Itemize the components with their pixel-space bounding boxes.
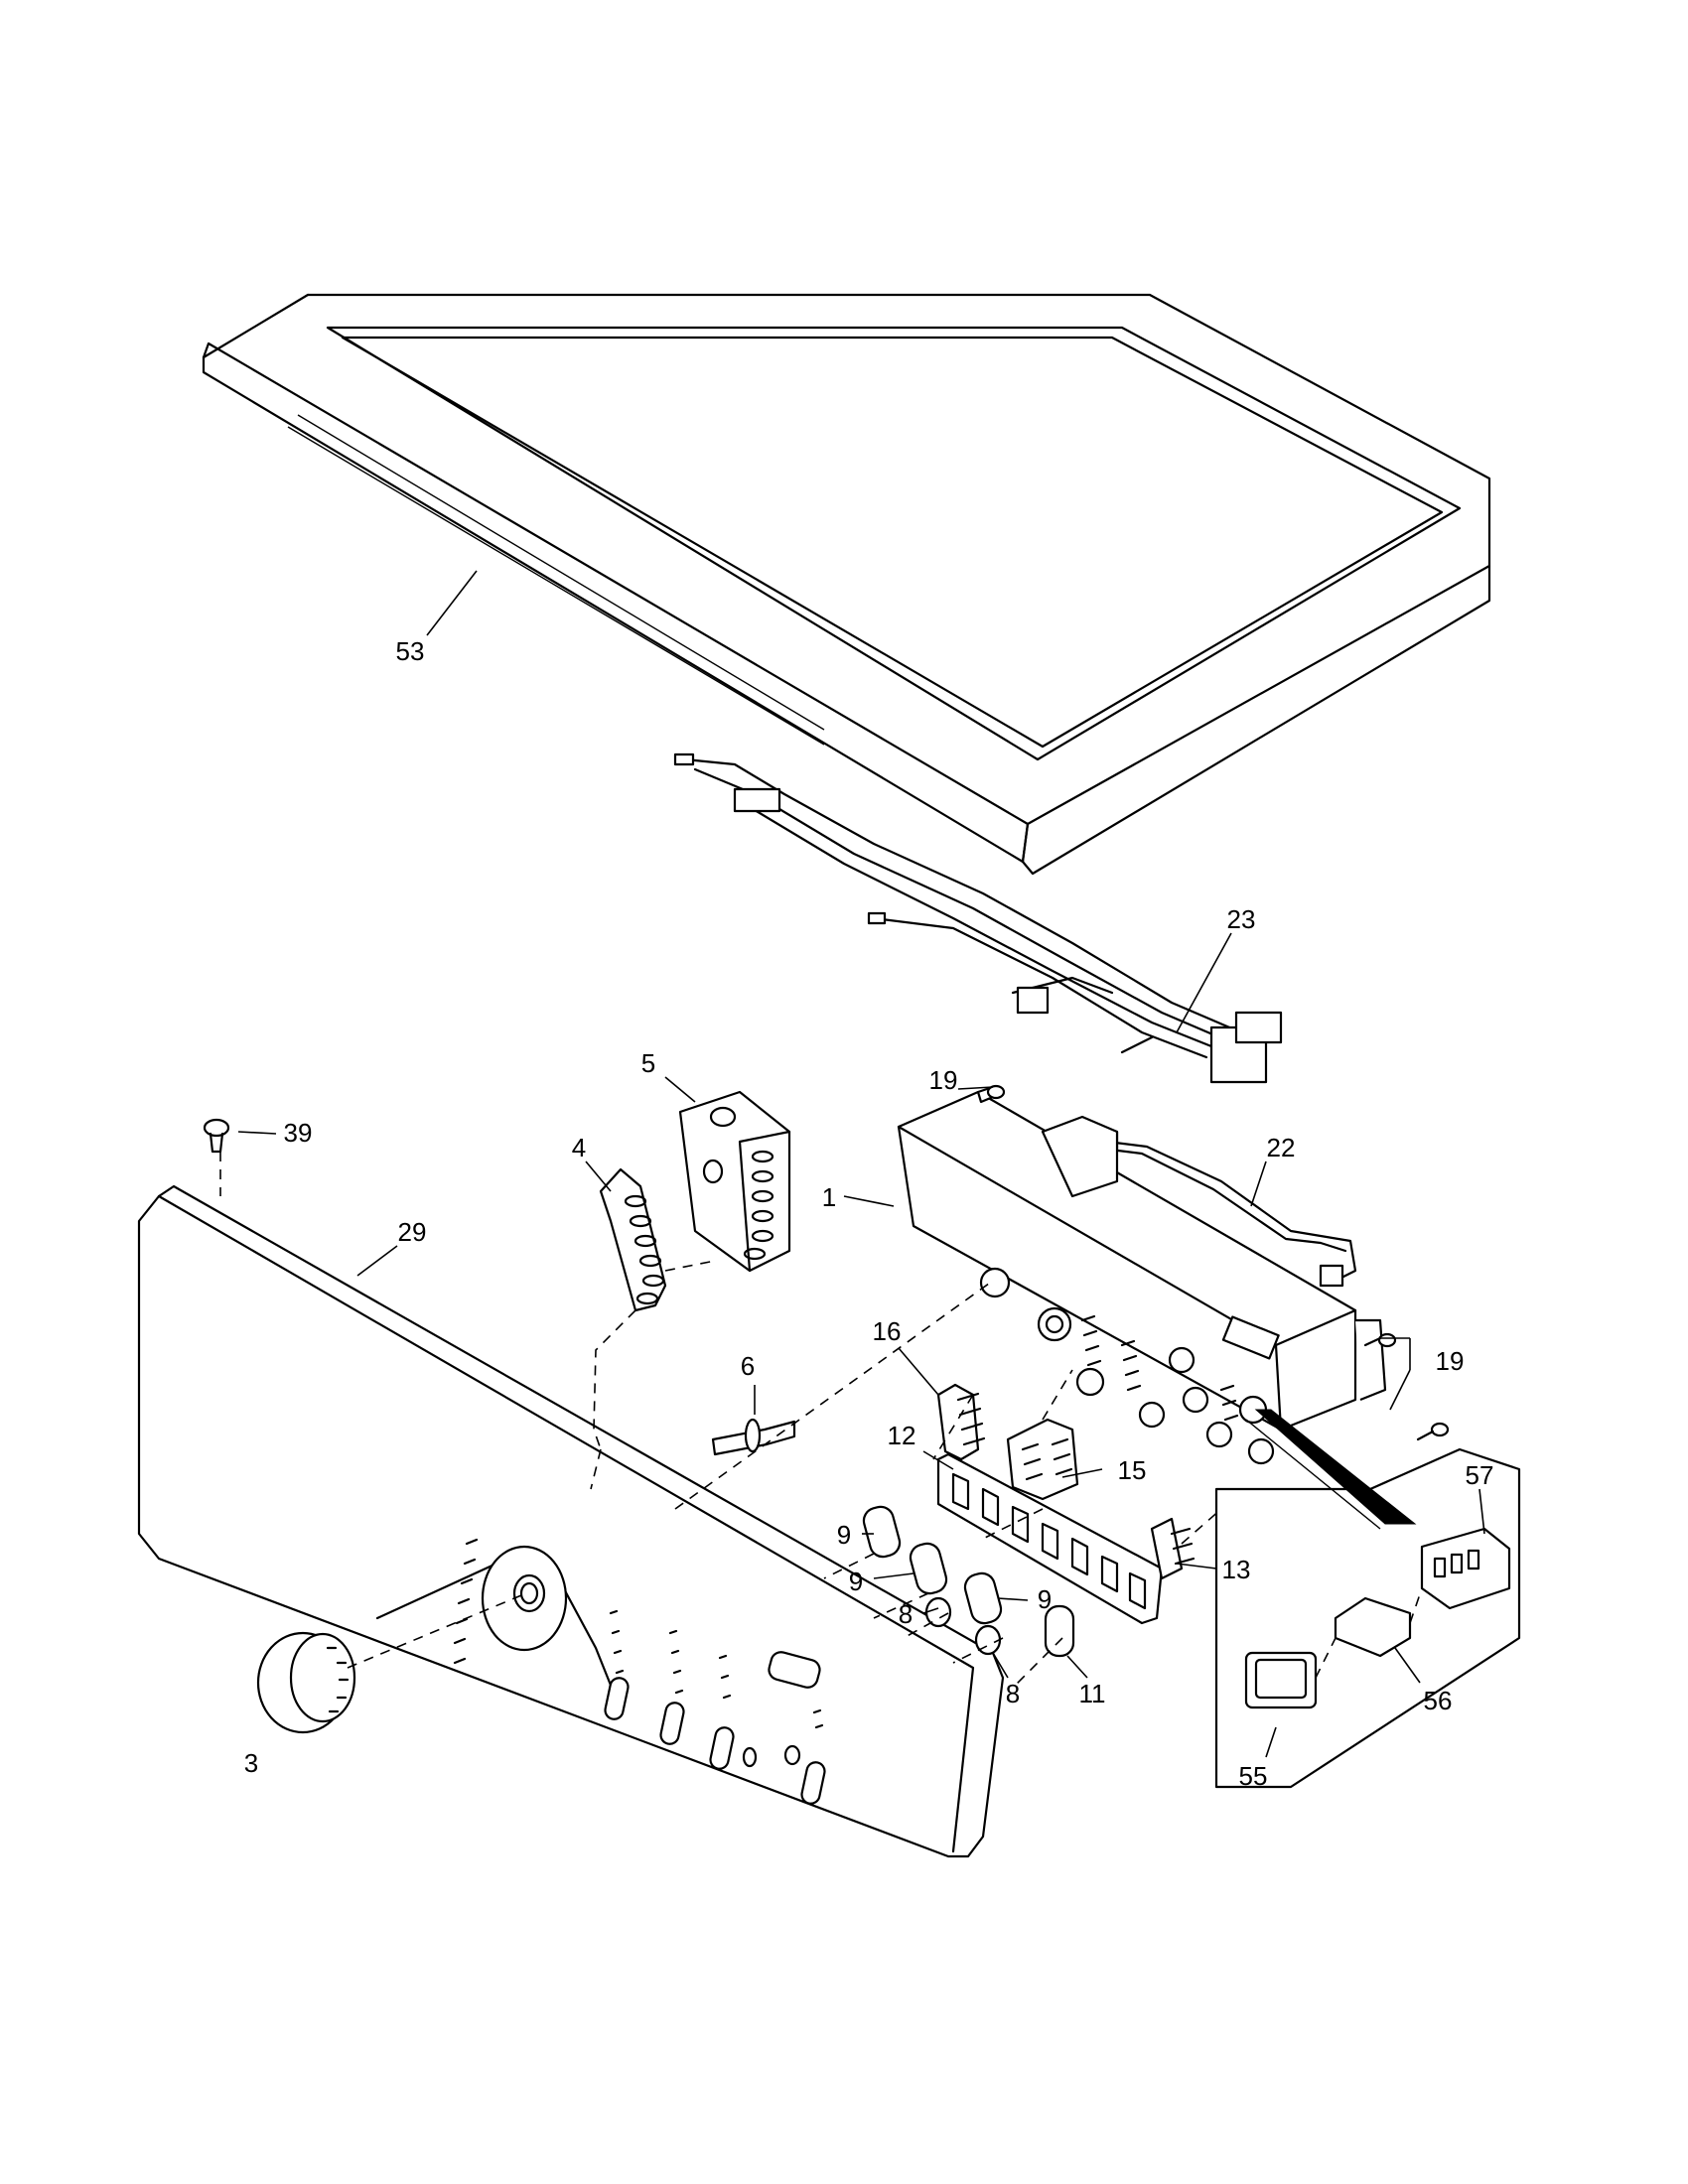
display-inset [1214,1409,1521,1789]
wire-part-22 [1095,1130,1357,1288]
display-holder-part-56 [1334,1596,1412,1658]
callout-9-b: 9 [849,1567,863,1596]
led-display-part-57 [1420,1527,1511,1610]
callout-3: 3 [244,1748,258,1778]
switch-part-13 [1150,1517,1196,1580]
callout-19-right: 19 [1436,1346,1465,1376]
switch-part-15 [1006,1418,1079,1501]
shaft-part-6 [711,1418,796,1456]
button-membrane-part-4 [599,1167,667,1312]
callout-56: 56 [1424,1686,1453,1715]
knob-part-3 [256,1631,356,1734]
callout-13: 13 [1222,1555,1251,1584]
switch-part-16 [936,1383,986,1461]
top-cover-part-53 [202,293,1491,876]
callout-5: 5 [641,1048,655,1078]
callout-9-a: 9 [837,1520,851,1550]
callout-labels: 53 23 22 5 4 39 29 19 1 6 16 12 15 19 9 … [244,636,1494,1791]
callout-16: 16 [873,1316,902,1346]
callout-23: 23 [1227,904,1256,934]
buttons-part-9 [862,1505,1003,1625]
bezel-strip-part-12 [936,1452,1164,1625]
callout-57: 57 [1466,1460,1494,1490]
screws-part-19 [976,1084,1450,1441]
callout-6: 6 [741,1351,755,1381]
callout-22: 22 [1267,1133,1296,1162]
callout-19-top: 19 [929,1065,958,1095]
wire-harness-part-23 [673,752,1283,1084]
button-part-11 [1044,1604,1075,1658]
callout-15: 15 [1118,1455,1147,1485]
callout-53: 53 [396,636,425,666]
callout-12: 12 [888,1421,916,1450]
callout-4: 4 [572,1133,586,1162]
callout-8-a: 8 [899,1599,913,1629]
callout-11: 11 [1079,1679,1106,1708]
callout-1: 1 [822,1182,836,1212]
control-housing-part-1 [897,1090,1387,1465]
display-lens-part-55 [1244,1651,1318,1709]
screw-part-39 [203,1118,230,1154]
callout-9-c: 9 [1038,1584,1052,1614]
callout-39: 39 [284,1118,313,1148]
assembly-lines [219,1152,1423,1689]
callout-8-b: 8 [1006,1679,1020,1708]
console-panel-part-29 [137,1184,1005,1858]
board-part-5 [678,1090,791,1273]
callout-55: 55 [1239,1761,1268,1791]
leader-lines [237,570,1485,1758]
callout-29: 29 [398,1217,427,1247]
